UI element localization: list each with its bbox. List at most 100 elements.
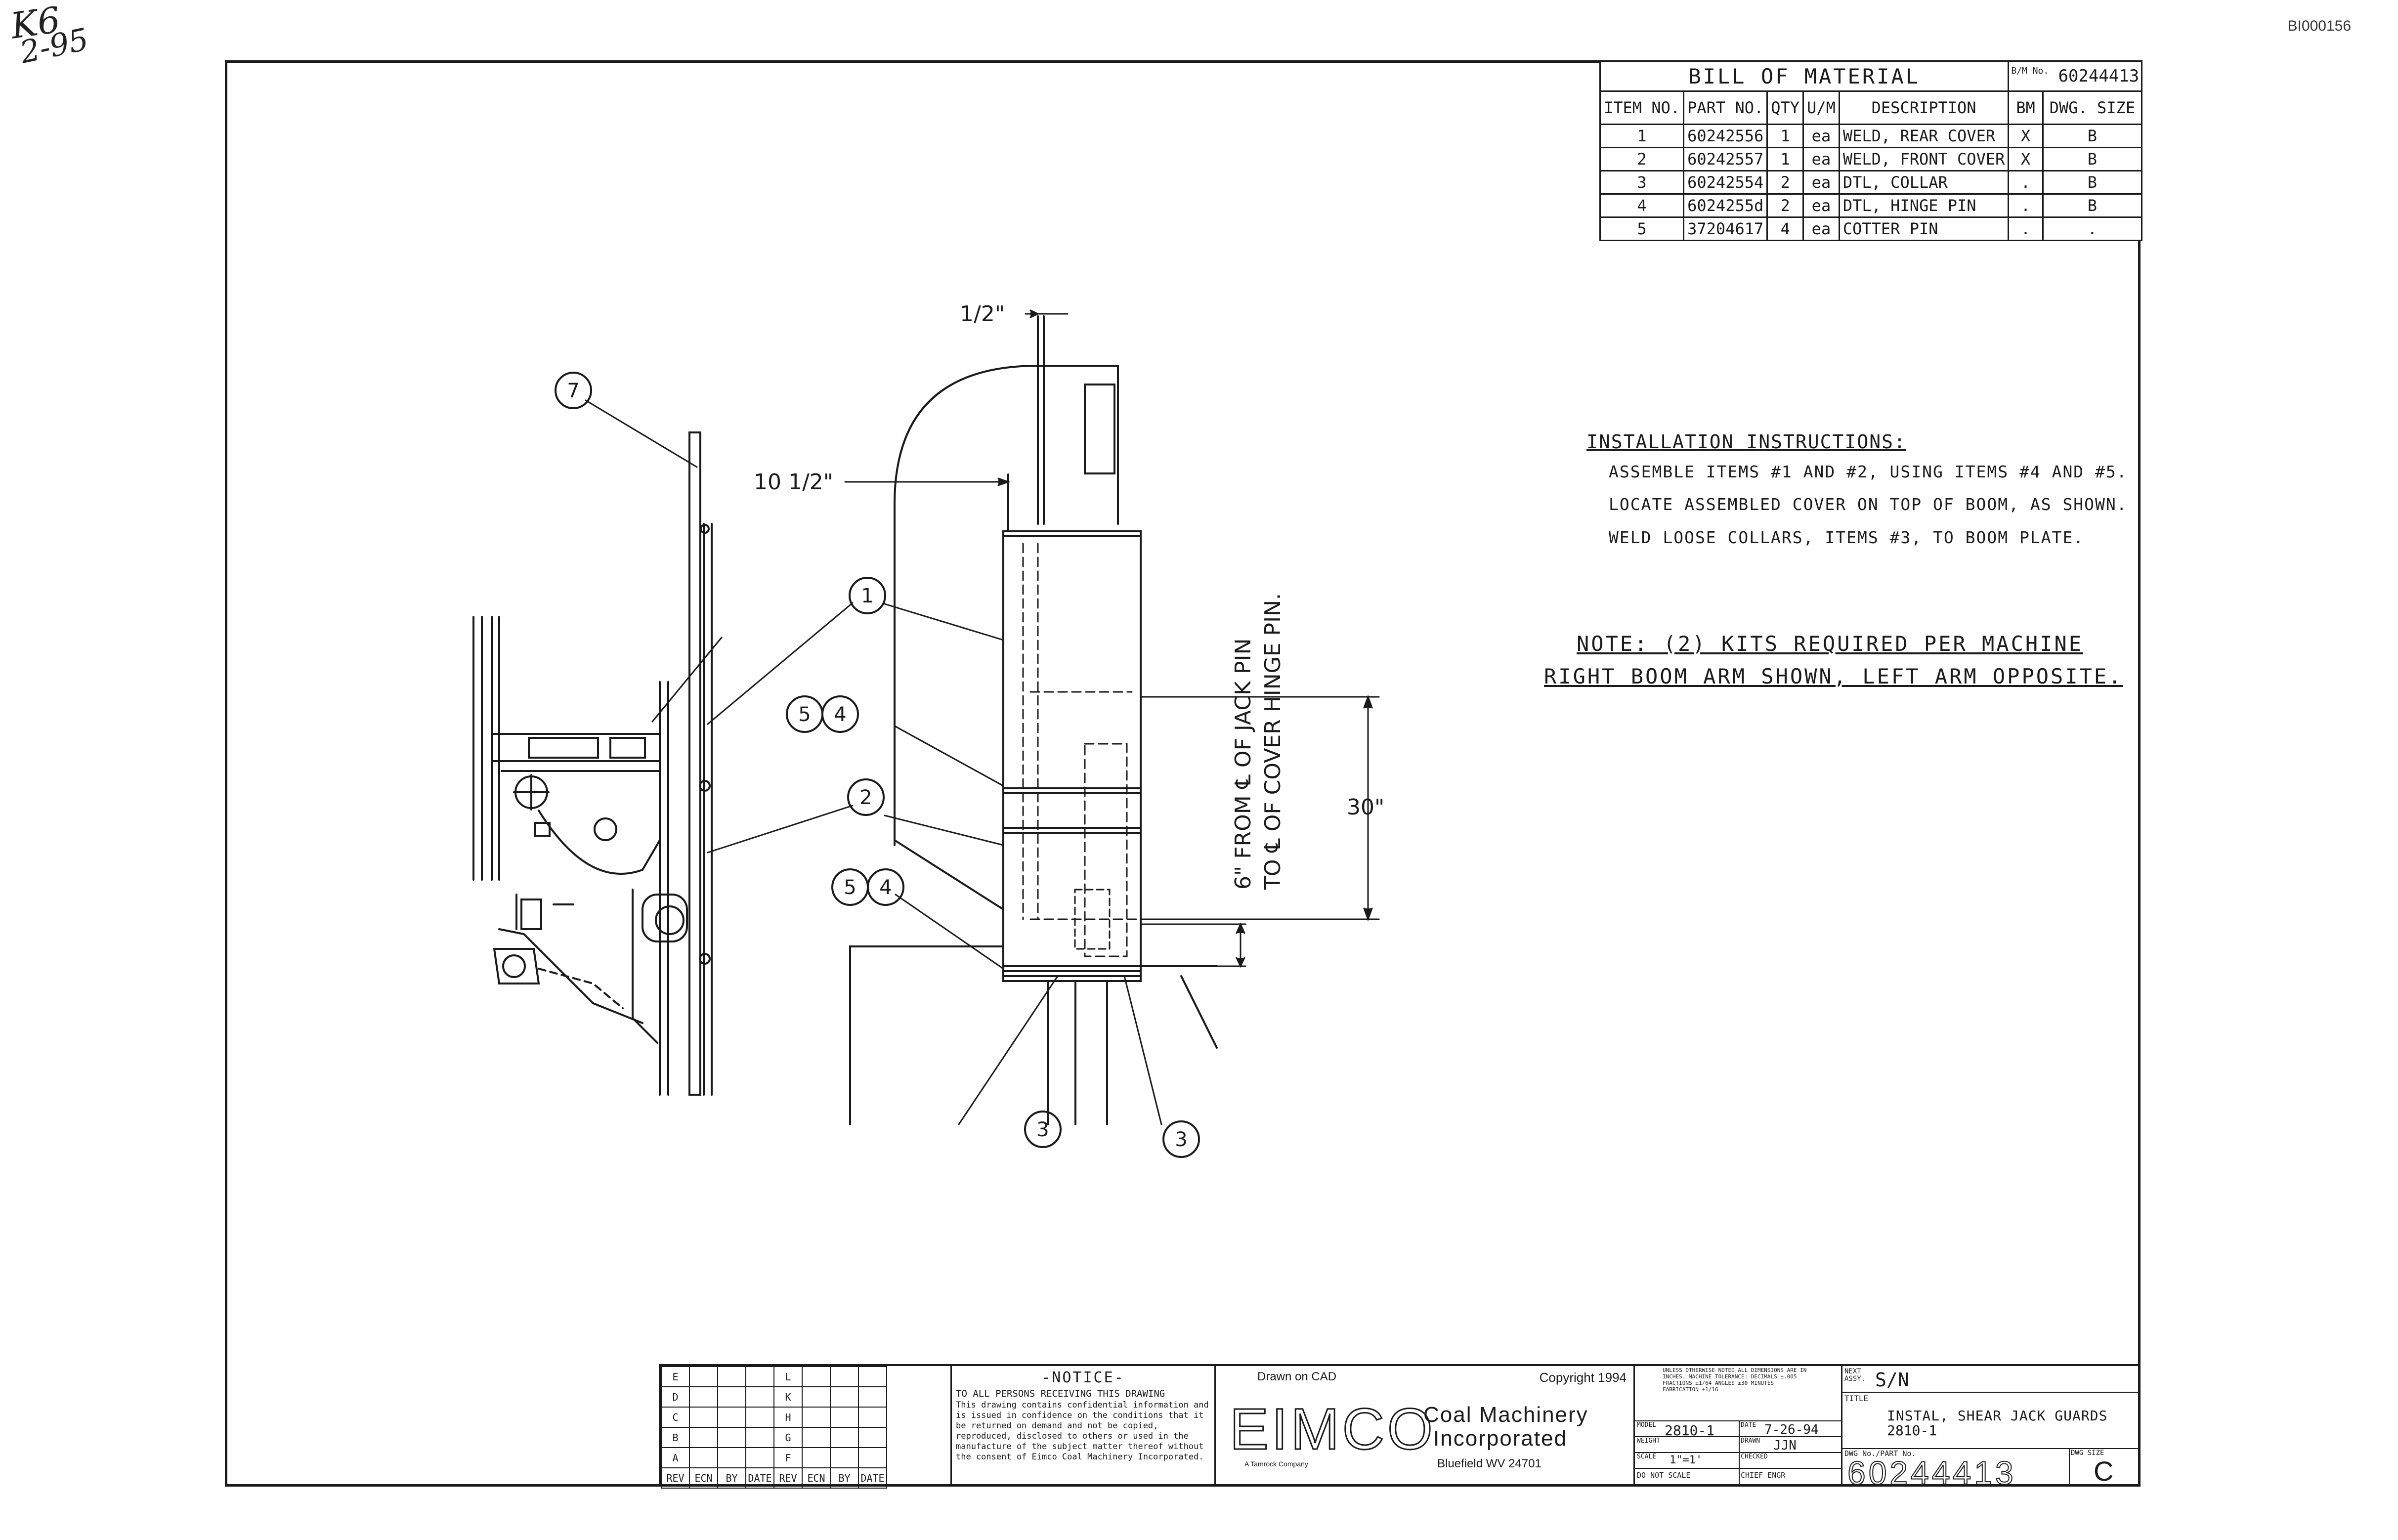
bom-cell: 60242554 [1683,170,1768,195]
company-city: Bluefield WV 24701 [1437,1457,1542,1470]
scale-value: 1"=1' [1670,1454,1703,1466]
next-assy-value: S/N [1875,1369,1909,1391]
copyright: Copyright 1994 [1539,1370,1627,1385]
bom-title: BILL OF MATERIAL [1599,60,2010,92]
bom-cell: 3 [1599,170,1685,195]
bom-cell: B [2042,147,2143,171]
dim-half-inch: 1/2" [960,301,1005,327]
bom-row: 5 37204617 4 ea COTTER PIN . . [1599,216,2143,241]
rev-header: DATE [858,1467,887,1489]
do-not-scale: DO NOT SCALE [1637,1471,1691,1480]
bom-cell: ea [1802,170,1840,195]
bom-cell: B [2042,170,2143,195]
company-name-1: Coal Machinery [1423,1403,1588,1427]
rev-header: BY [717,1467,746,1489]
weight-label: WEIGHT [1637,1437,1660,1445]
rev-letter: G [773,1427,803,1448]
bom-cell: 1 [1599,124,1685,148]
bom-cell: 60242556 [1683,124,1768,148]
bom-cell: WELD, FRONT COVER [1838,147,2010,171]
balloon-label-4-upper: 4 [834,703,846,726]
balloon-label-3-left: 3 [1036,1118,1049,1141]
rev-letter: C [661,1407,690,1428]
note-line-2: RIGHT BOOM ARM SHOWN, LEFT ARM OPPOSITE. [1544,664,2123,688]
dim-vertical-note-1: 6" FROM ℄ OF JACK PIN [1231,639,1256,890]
notice-line-1: TO ALL PERSONS RECEIVING THIS DRAWING [956,1388,1165,1399]
company-box: Drawn on CAD Copyright 1994 EIMCO Coal M… [1214,1366,1633,1485]
bom-header-um: U/M [1802,90,1840,125]
title-line-1: INSTAL, SHEAR JACK GUARDS [1887,1408,2108,1424]
balloon-4-upper [821,695,859,733]
bom-cell: ea [1802,193,1840,218]
balloon-label-5-lower: 5 [844,876,856,899]
balloon-label-3-right: 3 [1175,1128,1187,1151]
bom-header-item: ITEM NO. [1599,90,1685,125]
rev-letter: B [661,1427,690,1448]
guard-assembly [849,315,1218,1125]
rev-header: ECN [802,1467,831,1489]
bom-row: 1 60242556 1 ea WELD, REAR COVER X B [1599,124,2143,148]
bom-row: 4 6024255d 2 ea DTL, HINGE PIN . B [1599,193,2143,218]
bom-cell: 37204617 [1683,216,1768,241]
instructions-heading: INSTALLATION INSTRUCTIONS: [1586,431,1906,453]
bom-cell: ea [1802,124,1840,148]
bom-header-bm: BM [2008,90,2044,125]
boom-side-view [472,431,723,1096]
bom-cell: DTL, COLLAR [1838,170,2010,195]
bom-cell: ea [1802,147,1840,171]
company-tagline: A Tamrock Company [1244,1460,1308,1468]
dimension-lines [844,309,1380,968]
info-grid: UNLESS OTHERWISE NOTED ALL DIMENSIONS AR… [1633,1366,1842,1485]
revision-table: E L D K C H B G A F REV ECN BY [661,1366,887,1489]
date-label: DATE [1741,1421,1756,1429]
bom-cell: B [2042,193,2143,218]
dim-vertical-note-2: TO ℄ OF COVER HINGE PIN. [1260,593,1285,890]
bom-number-cell: B/M No. 60244413 [2008,60,2143,92]
rev-letter: H [773,1407,803,1428]
note-line-1: NOTE: (2) KITS REQUIRED PER MACHINE [1577,632,2084,656]
rev-letter: E [661,1366,690,1387]
balloon-4-lower [867,868,904,906]
dim-ten-and-half: 10 1/2" [754,470,833,495]
dwg-no-label: DWG No./PART No. [1844,1449,1916,1458]
bom-cell: 60242557 [1683,147,1768,171]
balloon-1 [849,577,886,614]
bom-cell: B [2042,124,2143,148]
rev-letter: A [661,1447,690,1468]
drawn-label: DRAWN [1741,1437,1760,1445]
bom-cell: . [2008,193,2044,218]
rev-letter: L [773,1366,803,1387]
rev-letter: K [773,1386,803,1408]
bom-cell: 6024255d [1683,193,1768,218]
balloon-label-4-lower: 4 [879,876,892,899]
rev-header: ECN [689,1467,718,1489]
notice-title: -NOTICE- [1041,1369,1125,1386]
bom-cell: . [2008,170,2044,195]
instruction-line-2: LOCATE ASSEMBLED COVER ON TOP OF BOOM, A… [1609,495,2128,514]
company-name-2: Incorporated [1433,1426,1568,1451]
bom-cell: . [2042,216,2143,241]
balloon-2 [847,778,885,816]
drawn-on-cad: Drawn on CAD [1257,1370,1337,1383]
rev-header: REV [773,1467,803,1489]
rev-header: BY [830,1467,859,1489]
bom-cell: 1 [1766,124,1804,148]
eimco-logo: EIMCO [1229,1396,1436,1463]
bom-cell: COTTER PIN [1838,216,2010,241]
bom-cell: X [2008,124,2044,148]
dwg-size-value: C [2094,1455,2114,1487]
date-value: 7-26-94 [1764,1422,1819,1437]
bom-cell: 1 [1766,147,1804,171]
rev-header: REV [661,1467,690,1489]
bom-cell: DTL, HINGE PIN [1838,193,2010,218]
title-line-2: 2810-1 [1887,1422,1937,1439]
bom-header-part: PART NO. [1683,90,1768,125]
bom-row: 2 60242557 1 ea WELD, FRONT COVER X B [1599,147,2143,171]
bom-header-qty: QTY [1766,90,1804,125]
bom-cell: 4 [1766,216,1804,241]
notice-box: -NOTICE- TO ALL PERSONS RECEIVING THIS D… [950,1366,1214,1485]
bom-cell: 2 [1766,170,1804,195]
bom-cell: 5 [1599,216,1685,241]
bom-cell: WELD, REAR COVER [1838,124,2010,148]
bom-cell: 2 [1599,147,1685,171]
